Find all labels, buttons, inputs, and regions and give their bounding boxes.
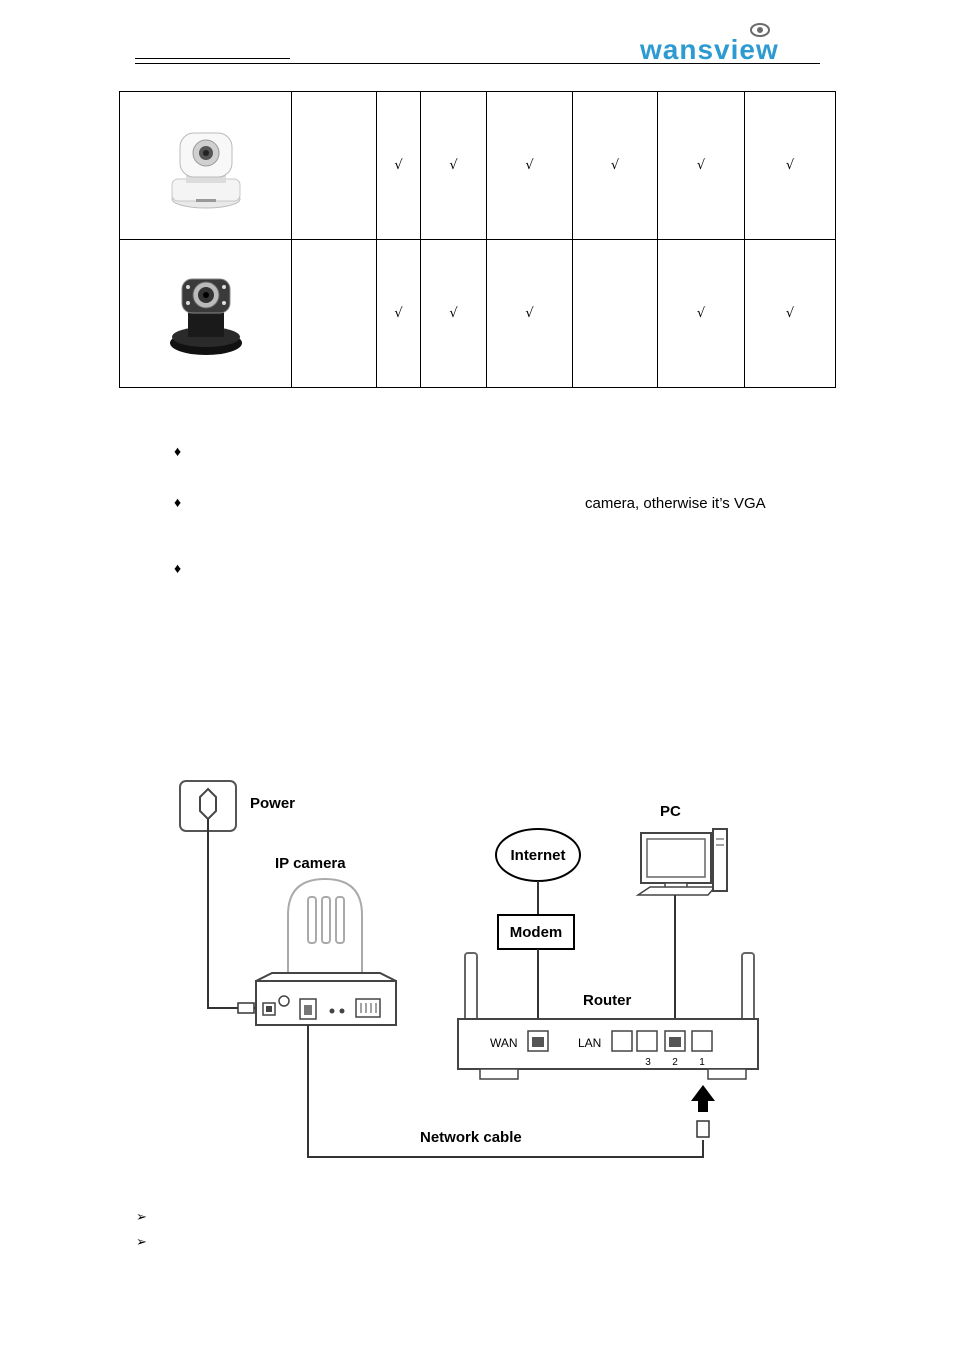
header-rule-left [135,58,290,59]
model-cell [291,239,377,388]
arrow-up-icon [691,1085,715,1112]
arrow-bullet-icon: ➢ [136,1234,147,1249]
feature-cell: √ [376,91,421,240]
port-number: 1 [699,1057,705,1068]
modem-box [497,914,575,950]
arrow-bullet-icon: ➢ [136,1209,147,1224]
power-cord [207,819,238,1009]
brand-name: wansview [640,34,779,65]
network-cable-label: Network cable [420,1129,522,1146]
camera-image-cell [119,91,292,240]
wansview-logo: wansview [640,20,815,65]
router-label: Router [583,992,631,1009]
connection-diagram: Power IP camera [160,775,780,1170]
feature-cell: √ [376,239,421,388]
white-camera-image [171,132,240,208]
feature-cell: √ [572,91,658,240]
feature-cell: √ [486,91,573,240]
pc-label: PC [660,803,681,820]
lan-label: LAN [578,1036,601,1050]
bullet-diamond-icon: ♦ [174,443,182,459]
network-cable [307,1025,704,1158]
model-cell [291,91,377,240]
modem-label: Modem [510,924,563,941]
table-row: √ √ √ √ √ [119,239,836,388]
feature-cell: √ [486,239,573,388]
port-number: 2 [672,1057,678,1068]
feature-cell: √ [744,91,836,240]
wan-label: WAN [490,1036,518,1050]
power-plug [237,1002,255,1014]
table-row: √ √ √ √ √ √ [119,91,836,240]
feature-cell: √ [420,239,487,388]
bullet-diamond-icon: ♦ [174,560,182,576]
camera-image-cell [119,239,292,388]
note-text: camera, otherwise it’s VGA [585,495,766,512]
feature-cell: √ [657,91,745,240]
compatibility-table: √ √ √ √ √ √ √ √ √ √ √ [119,91,836,388]
feature-cell: √ [744,239,836,388]
ip-camera-label: IP camera [275,855,346,872]
feature-cell [572,239,658,388]
internet-label: Internet [510,847,565,864]
cable-connector [696,1120,710,1138]
feature-cell: √ [657,239,745,388]
bullet-diamond-icon: ♦ [174,494,182,510]
feature-cell: √ [420,91,487,240]
header-rule [135,63,820,64]
logo-eye-icon [750,23,770,37]
pc-icon [635,828,728,896]
power-label: Power [250,795,295,812]
ip-camera-icon [255,877,397,1026]
black-camera-image [169,278,242,355]
router-icon [457,952,759,1080]
port-number: 3 [645,1057,651,1068]
